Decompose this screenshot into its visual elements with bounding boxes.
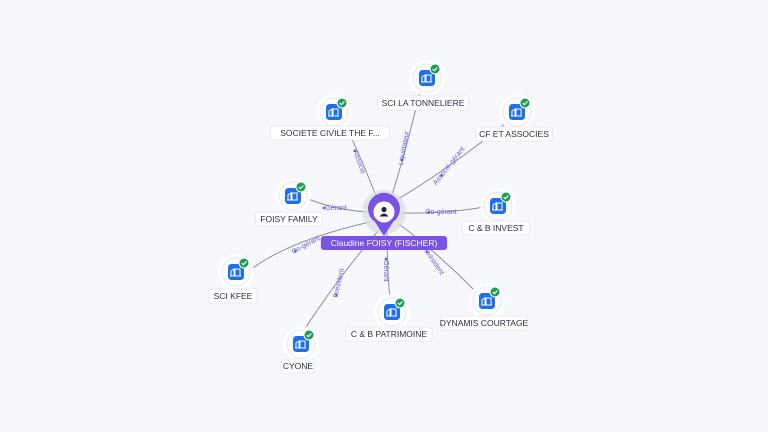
edge-arrow-sci-kfee [294, 249, 297, 253]
label-box [475, 126, 553, 142]
company-nodes: SCI LA TONNELIERE SOCIETE CIVILE THE F...… [208, 60, 553, 374]
relation-label: Associé-gérant [432, 146, 466, 187]
center-label-box [320, 236, 448, 250]
label-box [377, 95, 469, 111]
company-node-cyone[interactable] [283, 326, 319, 362]
edge-c-b-invest [400, 206, 485, 214]
check-icon [503, 195, 509, 200]
edge-foisy-family [305, 197, 369, 213]
label-box [345, 326, 433, 342]
check-icon [241, 261, 247, 266]
check-icon [397, 301, 403, 306]
verified-badge-icon [429, 63, 441, 75]
check-icon [492, 290, 498, 295]
relation-label: Gérant [325, 205, 346, 212]
building-glyph [386, 308, 397, 317]
company-name: CF ET ASSOCIES [479, 129, 549, 139]
company-label-dynamis-courtage[interactable]: DYNAMIS COURTAGE [440, 315, 529, 331]
building-glyph [492, 202, 503, 211]
edge-arrow-societe-civile-the-f [353, 149, 357, 153]
person-icon-body [379, 213, 389, 217]
company-node-sci-la-tonneliere[interactable] [409, 60, 445, 96]
verified-badge-icon [238, 257, 250, 269]
edge-arrow-cyone [335, 293, 338, 297]
edge-arrow-c-b-invest [427, 210, 431, 214]
verified-badge-icon [336, 97, 348, 109]
label-box [440, 315, 528, 331]
check-icon [306, 333, 312, 338]
company-node-cf-et-associes[interactable] [499, 94, 535, 130]
edge-arrow-cf-et-associes [440, 174, 444, 177]
company-label-cyone[interactable]: CYONE [280, 358, 316, 374]
edge-sci-kfee [249, 221, 371, 271]
company-node-dynamis-courtage[interactable] [469, 283, 505, 319]
building-glyph [481, 297, 492, 306]
edge-arrow-foisy-family [322, 206, 326, 210]
label-box [208, 288, 258, 304]
relation-label: Gérant [382, 260, 389, 281]
company-name: FOISY FAMILY [260, 214, 318, 224]
label-box [280, 358, 316, 374]
check-icon [298, 185, 304, 190]
company-node-c-b-invest[interactable] [480, 188, 516, 224]
edge-arrow-sci-la-tonneliere [400, 158, 404, 162]
company-name: CYONE [283, 361, 314, 371]
building-glyph [511, 108, 522, 117]
company-node-foisy-family[interactable] [275, 178, 311, 214]
building-glyph [421, 74, 432, 83]
company-name: SCI KFEE [214, 291, 253, 301]
person-name: Claudine FOISY (FISCHER) [331, 238, 438, 248]
company-label-societe-civile-the-f[interactable]: SOCIETE CIVILE THE F... [269, 125, 391, 141]
verified-badge-icon [489, 286, 501, 298]
company-label-foisy-family[interactable]: FOISY FAMILY [255, 211, 323, 227]
company-name: C & B PATRIMOINE [351, 329, 428, 339]
company-name: C & B INVEST [468, 223, 523, 233]
edge-dynamis-courtage [398, 223, 477, 293]
verified-badge-icon [519, 97, 531, 109]
label-box [462, 220, 530, 236]
building-glyph [230, 268, 241, 277]
company-label-c-b-patrimoine[interactable]: C & B PATRIMOINE [345, 326, 433, 342]
verified-badge-icon [394, 297, 406, 309]
company-label-sci-kfee[interactable]: SCI KFEE [208, 288, 258, 304]
company-label-sci-la-tonneliere[interactable]: SCI LA TONNELIERE [377, 95, 469, 111]
label-box [269, 125, 391, 141]
edge-arrow-dynamis-courtage [425, 250, 429, 254]
company-node-societe-civile-the-f[interactable] [316, 94, 352, 130]
relation-label: Associé [351, 149, 366, 175]
company-name: SCI LA TONNELIERE [382, 98, 465, 108]
company-label-c-b-invest[interactable]: C & B INVEST [462, 220, 530, 236]
company-node-sci-kfee[interactable] [218, 254, 254, 290]
company-name: SOCIETE CIVILE THE F... [280, 128, 380, 138]
check-icon [522, 101, 528, 106]
center-person-label[interactable]: Claudine FOISY (FISCHER) [320, 236, 448, 250]
building-glyph [295, 340, 306, 349]
verified-badge-icon [500, 191, 512, 203]
company-label-cf-et-associes[interactable]: CF ET ASSOCIES [475, 126, 553, 142]
person-icon [381, 206, 387, 213]
check-icon [339, 101, 345, 106]
building-glyph [328, 108, 339, 117]
center-person-node[interactable] [362, 190, 406, 236]
company-node-c-b-patrimoine[interactable] [374, 294, 410, 330]
building-glyph [287, 192, 298, 201]
relation-label: Liquidateur [398, 130, 411, 166]
relation-label: Co-gérant [425, 209, 456, 216]
verified-badge-icon [295, 181, 307, 193]
verified-badge-icon [303, 329, 315, 341]
relation-label: Président [333, 268, 346, 298]
check-icon [432, 67, 438, 72]
edge-arrow-c-b-patrimoine [384, 257, 388, 261]
company-name: DYNAMIS COURTAGE [440, 318, 529, 328]
label-box [255, 211, 323, 227]
